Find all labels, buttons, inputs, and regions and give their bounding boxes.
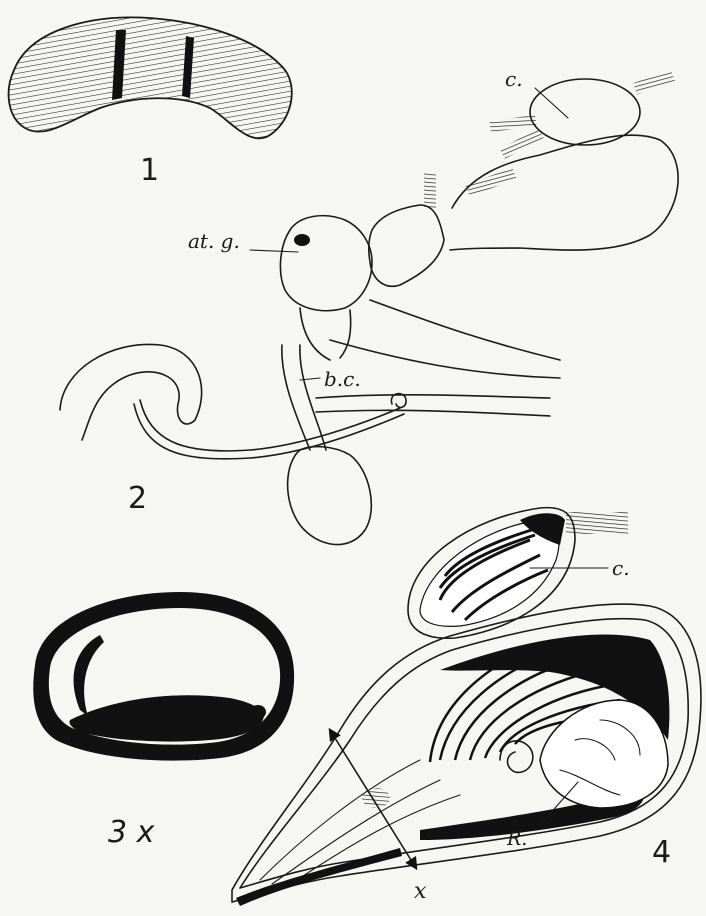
fig3-nub [250,705,266,719]
fig2-left-tube-2 [134,404,404,459]
fig2-bc-bulb [288,447,372,545]
fig2-upper-sac [450,135,678,250]
fig2-neck [300,308,351,360]
fig1-shell [9,17,292,138]
fig4-number: 4 [652,835,671,870]
fig1-number: 1 [140,153,159,188]
fig2-stalk-3 [500,128,544,158]
fig3-hook [74,635,104,716]
fig2-left-curl [60,344,202,440]
fig2-atg-spot [294,234,310,246]
fig2-c-leader [535,88,568,118]
fig2-number: 2 [128,481,147,516]
fig2-duct-upper [370,300,560,360]
figure-3x: 3 x [33,592,294,850]
figure-1: 1 [9,17,292,188]
fig2-atg-body [280,216,372,311]
fig2-duct-mid [330,340,560,378]
fig4-coil [500,741,533,773]
fig4-label-c: c. [612,556,630,580]
fig3-inner-fill [69,695,264,741]
fig2-c-bulb [530,79,640,145]
fig2-label-atg: at. g. [188,229,240,253]
fig2-loop [391,394,406,408]
fig3-number: 3 x [108,815,155,850]
fig4-label-x: x [414,879,427,904]
fig2-duct-low [316,395,550,398]
fig2-stalk-2 [489,115,536,132]
fig2-label-c: c. [505,67,523,91]
fig2-label-bc: b.c. [324,367,361,391]
fig2-stalk-1 [633,70,675,95]
fig2-left-tube [140,400,400,451]
fig2-duct-low2 [316,410,550,416]
fig2-atg-leader [250,250,298,252]
fig4-organ-r [540,700,668,808]
fig4-label-r: R. [506,828,527,850]
fig2-stalk-5 [424,172,436,208]
figure-4: c. R. x 4 [232,508,701,906]
fig2-mid-body [369,205,444,286]
fig4-c-stalk [566,512,628,534]
figure-2: c. at. g. b.c. 2 [60,67,678,545]
